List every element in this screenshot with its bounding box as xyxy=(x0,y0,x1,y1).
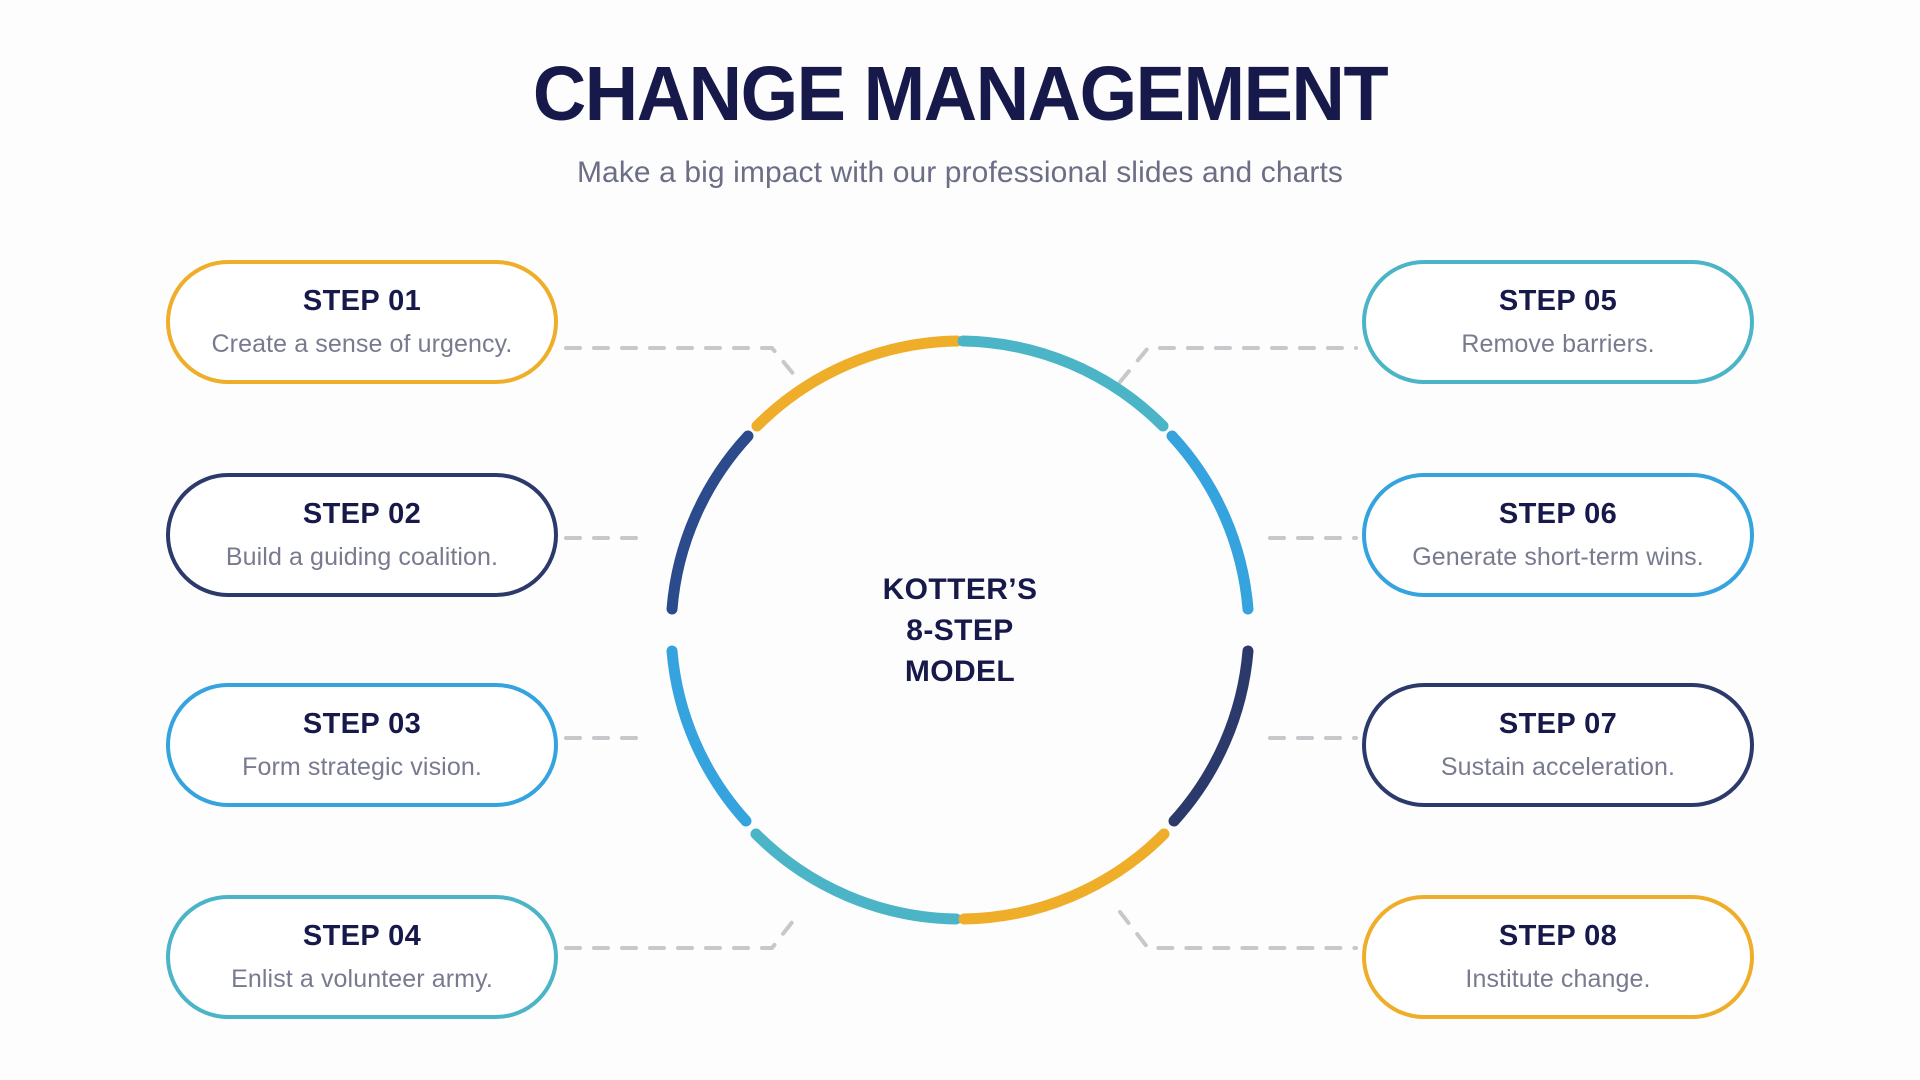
step-card-02-label: STEP 02 xyxy=(302,498,422,530)
center-line-2: 8-STEP xyxy=(906,613,1014,647)
step-card-02-description: Build a guiding coalition. xyxy=(225,543,499,571)
step-card-04[interactable]: STEP 04 Enlist a volunteer army. xyxy=(166,895,558,1019)
arc-step-01 xyxy=(751,335,963,432)
step-card-08[interactable]: STEP 08 Institute change. xyxy=(1362,895,1754,1019)
step-card-08-description: Institute change. xyxy=(1465,965,1651,993)
center-line-3: MODEL xyxy=(904,654,1016,688)
page-title: CHANGE MANAGEMENT xyxy=(532,51,1389,137)
step-card-03[interactable]: STEP 03 Form strategic vision. xyxy=(166,683,558,807)
step-card-07[interactable]: STEP 07 Sustain acceleration. xyxy=(1362,683,1754,807)
arc-step-04 xyxy=(750,828,962,925)
header: CHANGE MANAGEMENT Make a big impact with… xyxy=(0,56,1920,191)
arc-step-05 xyxy=(957,335,1169,432)
kotter-ring xyxy=(660,330,1260,930)
page-subtitle: Make a big impact with our professional … xyxy=(576,156,1344,189)
arc-step-08 xyxy=(958,828,1170,925)
step-card-04-description: Enlist a volunteer army. xyxy=(231,965,493,993)
step-card-01-description: Create a sense of urgency. xyxy=(211,330,513,358)
ring-center-label: KOTTER’S 8-STEP MODEL xyxy=(660,570,1260,692)
step-card-05-label: STEP 05 xyxy=(1498,285,1618,317)
step-card-03-label: STEP 03 xyxy=(302,708,422,740)
step-card-01[interactable]: STEP 01 Create a sense of urgency. xyxy=(166,260,558,384)
step-card-05-description: Remove barriers. xyxy=(1461,330,1655,358)
step-card-03-description: Form strategic vision. xyxy=(242,753,482,781)
step-card-06-label: STEP 06 xyxy=(1498,498,1618,530)
step-card-08-label: STEP 08 xyxy=(1498,920,1618,952)
step-card-02[interactable]: STEP 02 Build a guiding coalition. xyxy=(166,473,558,597)
step-card-05[interactable]: STEP 05 Remove barriers. xyxy=(1362,260,1754,384)
step-card-07-label: STEP 07 xyxy=(1498,708,1618,740)
step-card-06-description: Generate short-term wins. xyxy=(1412,543,1704,571)
center-line-1: KOTTER’S xyxy=(882,573,1038,606)
step-card-07-description: Sustain acceleration. xyxy=(1440,753,1676,781)
arc-step-06 xyxy=(1166,430,1254,615)
step-card-01-label: STEP 01 xyxy=(302,285,422,317)
step-card-04-label: STEP 04 xyxy=(302,920,422,952)
arc-step-02 xyxy=(666,430,754,615)
arc-step-07 xyxy=(1168,645,1254,827)
step-card-06[interactable]: STEP 06 Generate short-term wins. xyxy=(1362,473,1754,597)
arc-step-03 xyxy=(666,645,752,827)
